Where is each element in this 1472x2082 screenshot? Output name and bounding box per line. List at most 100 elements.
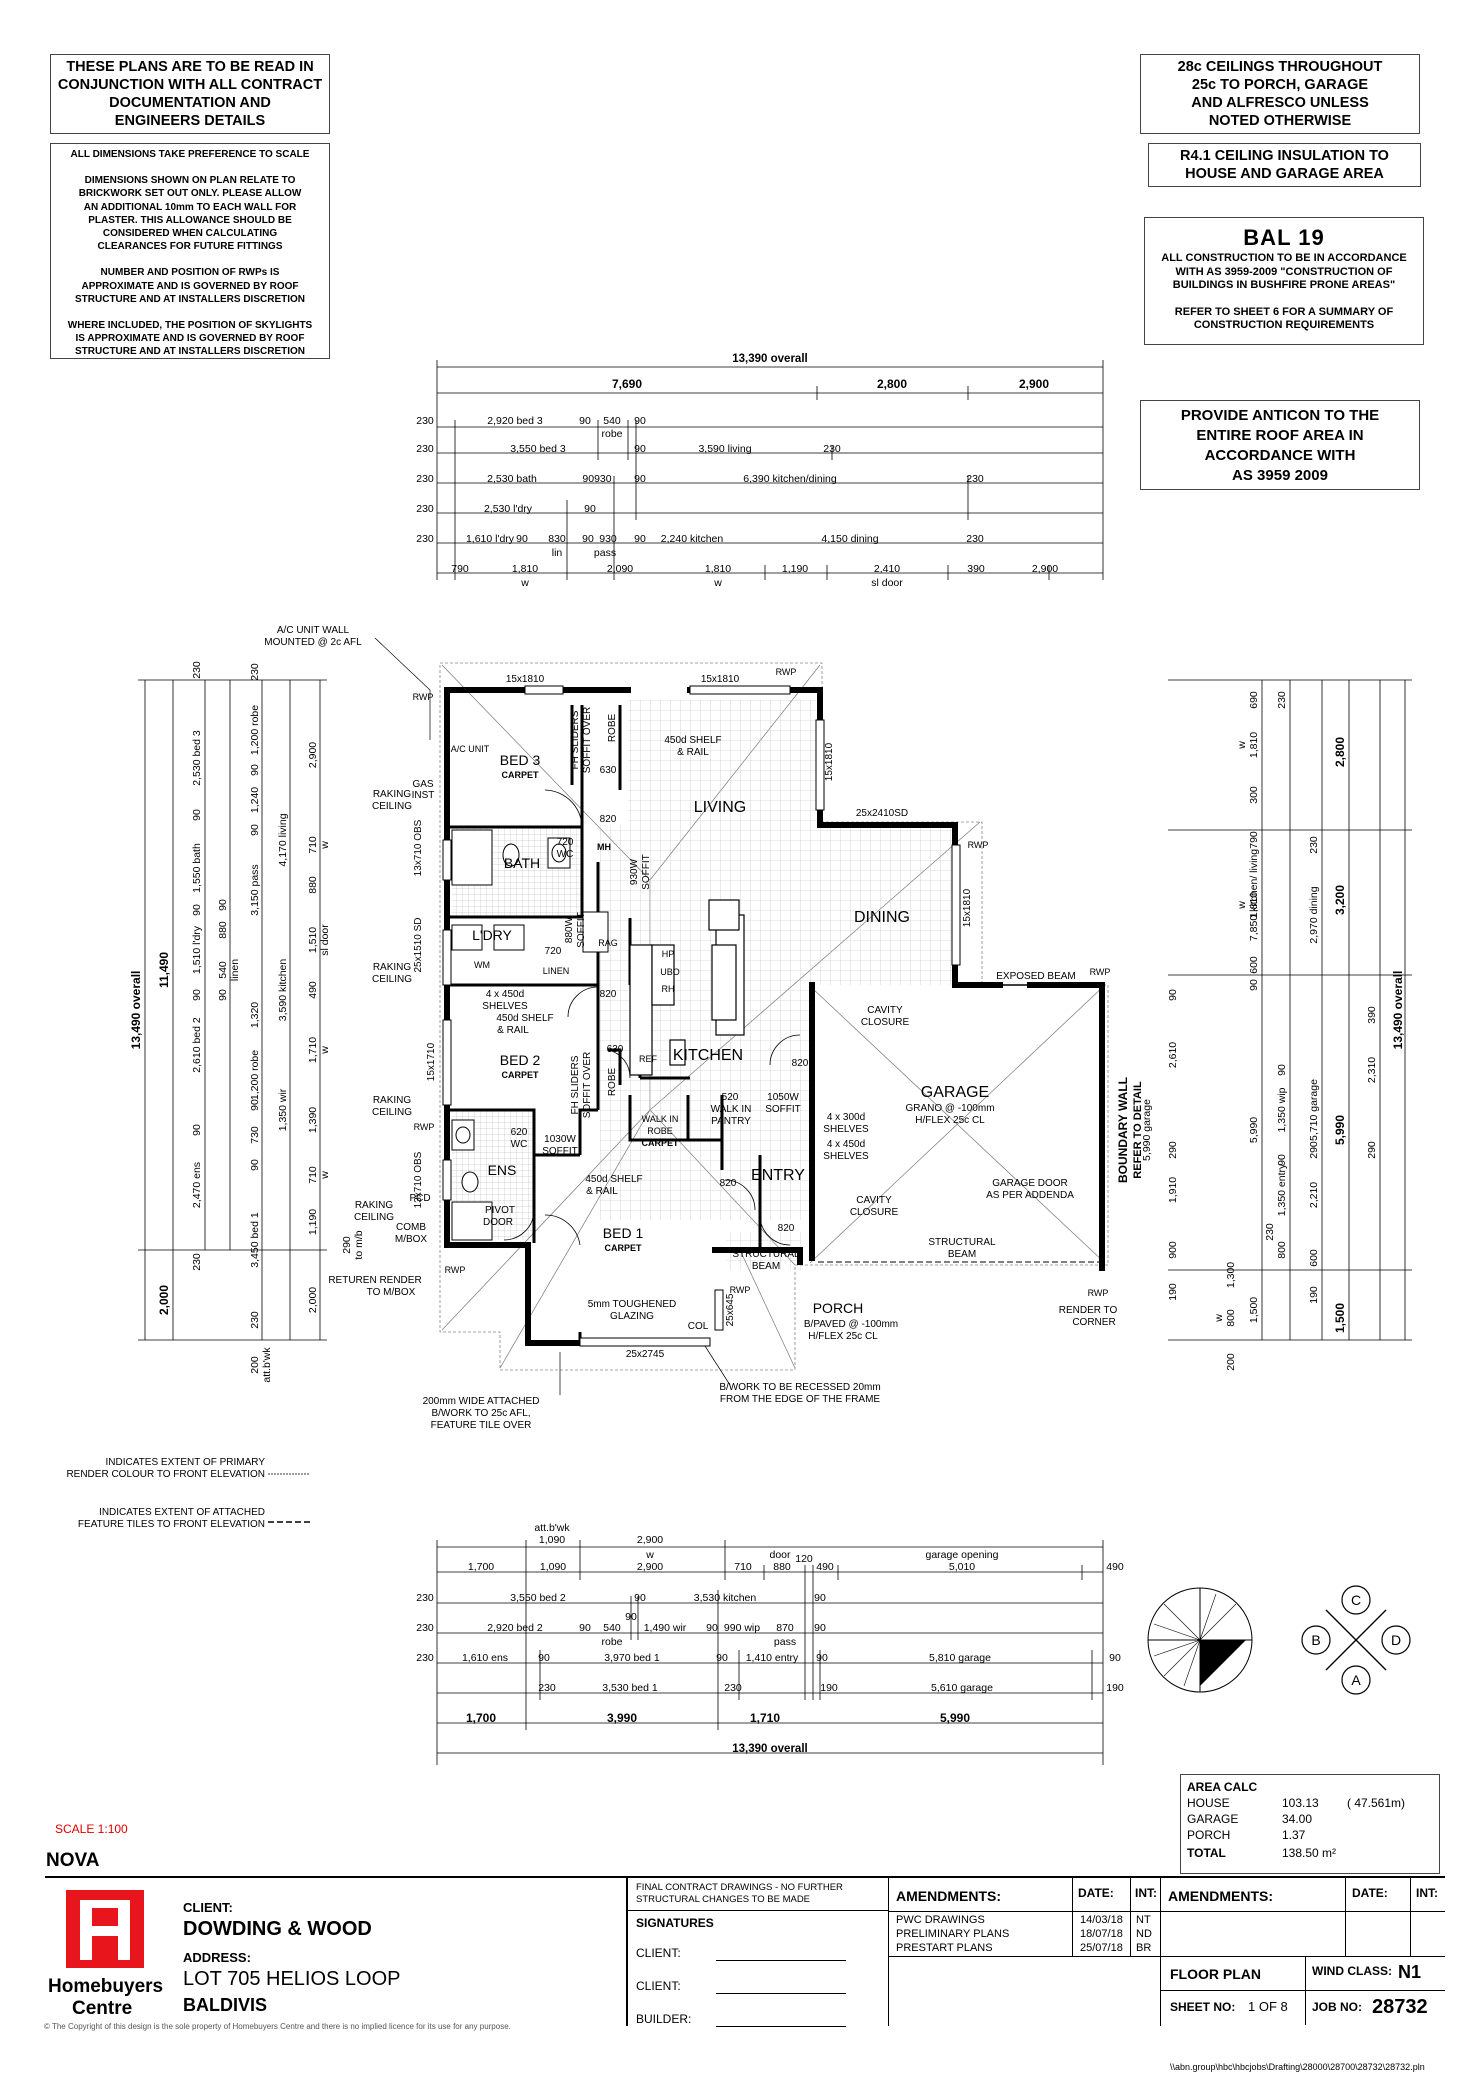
plan-line [544, 789, 583, 831]
plan-label: 870 [776, 1622, 794, 1634]
plan-line [712, 1247, 803, 1265]
plan-label: 5,610 garage [931, 1682, 993, 1694]
plan-label: 490 [816, 1561, 834, 1573]
plan-label: w [520, 577, 529, 589]
plan-label: ROBE [607, 714, 618, 743]
plan-label: 230 [416, 533, 434, 545]
plan-label: 11,490 [157, 952, 171, 988]
insulation-line: R4.1 CEILING INSULATION TO [1180, 148, 1389, 164]
date-header: DATE: [1078, 1886, 1114, 1900]
sig-client-2: CLIENT: [636, 1979, 681, 1993]
kitchen-bench [629, 899, 745, 1076]
plan-label: 4,150 dining [821, 533, 878, 545]
plan-label: 230 [966, 473, 984, 485]
plan-label: 620 [511, 1127, 528, 1138]
plan-label: 230 [416, 1652, 434, 1664]
internal-walls [450, 705, 762, 1340]
plan-line [608, 1048, 622, 1085]
plan-label: COL [688, 1321, 709, 1332]
plan-label: 5,010 [949, 1561, 975, 1573]
plan-label: SHELVES [823, 1151, 869, 1162]
right-dimension-text: 13,490 overall 690 1,810 w 300 790 1,810… [1141, 691, 1405, 1371]
plan-label: linen [229, 959, 241, 981]
plan-line [374, 637, 431, 740]
plan-label: robe [601, 1636, 622, 1648]
plan-label: 90 [1167, 989, 1179, 1001]
plan-line [544, 1214, 581, 1246]
plan-label: w [1213, 1314, 1225, 1323]
area-label: HOUSE [1187, 1796, 1230, 1810]
amendment-int: BR [1136, 1942, 1152, 1954]
room-entry: ENTRY [751, 1167, 805, 1184]
plan-label: 230 [724, 1682, 742, 1694]
plan-label: TO M/BOX [367, 1287, 416, 1298]
bal-note-box: BAL 19 ALL CONSTRUCTION TO BE IN ACCORDA… [1144, 217, 1424, 345]
plan-line [442, 929, 452, 986]
plan-label: 90 [191, 989, 203, 1001]
plan-label: RENDER TO [1059, 1305, 1118, 1316]
plan-label: w [645, 1549, 654, 1561]
plan-line [704, 1345, 731, 1386]
plan-line [1325, 1609, 1387, 1671]
plan-label: 25x2410SD [856, 808, 908, 819]
plan-label: RWP [968, 840, 989, 850]
dimension-note-line: ALL DIMENSIONS TAKE PREFERENCE TO SCALE [70, 149, 310, 160]
anticon-line: PROVIDE ANTICON TO THE [1180, 407, 1380, 424]
plan-label: 90 [249, 1159, 261, 1171]
room-laundry: L'DRY [472, 927, 512, 943]
plan-label: 90 [538, 1652, 550, 1664]
plan-line [579, 1337, 711, 1347]
plan-label: PCD [409, 1193, 430, 1204]
plan-label: INDICATES EXTENT OF PRIMARY [106, 1457, 266, 1468]
plan-label: 3,150 pass [249, 864, 261, 915]
plan-label: 90 [634, 473, 646, 485]
dimension-note-line: STRUCTURE AND AT INSTALLERS DISCRETION [75, 346, 305, 358]
plan-label: RAKING [373, 962, 412, 973]
plan-label: 230 [249, 663, 261, 681]
plan-label: BOUNDARY WALL [1116, 1077, 1130, 1183]
plan-label: 90 [634, 533, 646, 545]
plan-label: 990 wip [724, 1622, 760, 1634]
plan-line [451, 829, 493, 886]
plan-label: 2,530 bath [487, 473, 537, 485]
plan-label: 1,190 [307, 1209, 319, 1235]
plan-line [809, 984, 1106, 1264]
plan-label: 830 [548, 533, 566, 545]
plan-label: 90 [579, 415, 591, 427]
brand-line: Centre [72, 1998, 133, 2019]
anticon-line: ENTIRE ROOF AREA IN [1196, 427, 1364, 444]
plan-line [451, 1201, 493, 1241]
plan-label: DOOR [483, 1217, 513, 1228]
plan-label: 710 [307, 836, 319, 854]
plan-label: 1,200 robe [249, 705, 261, 755]
signatures-title: SIGNATURES [636, 1916, 714, 1930]
plan-line [1200, 1640, 1246, 1686]
amendment-date: 25/07/18 [1080, 1942, 1123, 1954]
plan-label: RWP [445, 1265, 466, 1275]
plan-line [1381, 1625, 1411, 1655]
ceilings-line: 28c CEILINGS THROUGHOUT [1177, 59, 1383, 75]
plan-label: w [319, 841, 331, 850]
plan-label: 190 [1106, 1682, 1124, 1694]
client-name: DOWDING & WOOD [183, 1918, 372, 1940]
plan-line [578, 1108, 598, 1155]
homebuyers-logo [66, 1890, 144, 1968]
plans-note-box: THESE PLANS ARE TO BE READ IN CONJUNCTIO… [50, 54, 330, 134]
brand-line: Homebuyers [48, 1976, 164, 1997]
plan-label: & RAIL [586, 1186, 618, 1197]
plan-label: 880W [564, 916, 575, 943]
plan-label: 230 [191, 1253, 203, 1271]
plan-label: B/WORK TO 25c AFL, [431, 1408, 530, 1419]
plan-label: CAVITY [867, 1005, 903, 1016]
north-point-icon [1147, 1587, 1253, 1693]
plan-label: 1,350 entry [1276, 1163, 1288, 1216]
plan-label: 1,910 [1167, 1177, 1179, 1203]
plan-label: RENDER COLOUR TO FRONT ELEVATION [66, 1469, 265, 1480]
plan-label: RWP [730, 1285, 751, 1295]
plan-label: 90 [191, 809, 203, 821]
area-total-value: 138.50 m² [1282, 1846, 1337, 1860]
plan-label: 820 [600, 989, 617, 1000]
plan-label: 1,710 [307, 1037, 319, 1063]
